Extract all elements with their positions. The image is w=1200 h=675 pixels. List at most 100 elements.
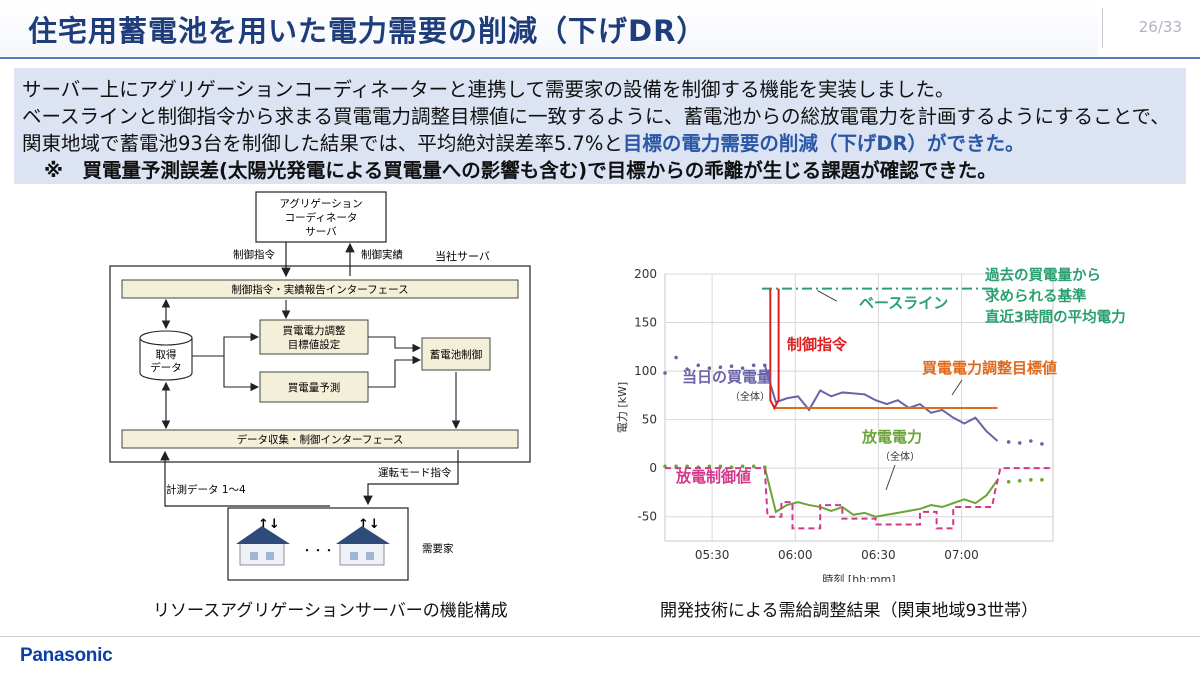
data-point: [1017, 441, 1022, 445]
acquired-data-line-1: 取得: [156, 349, 177, 361]
data-point: [740, 464, 745, 469]
measure-data-label: 計測データ 1～4: [166, 483, 246, 496]
data-point: [751, 464, 756, 469]
data-point: [1040, 478, 1044, 482]
ac-server-box: [255, 191, 387, 243]
y-tick-label: -50: [637, 510, 657, 524]
house-icon-2: ↑↓: [336, 517, 390, 566]
db-to-target-arrow: [192, 332, 260, 357]
data-point: [718, 365, 723, 370]
data-point: [674, 355, 678, 360]
ellipsis: ・・・: [302, 544, 335, 557]
x-tick-label: 07:00: [944, 548, 979, 562]
command-interface-label: 制御指令・実績報告インターフェース: [231, 283, 408, 296]
discharge-leader: [885, 464, 896, 491]
company-server-label: 当社サーバ: [435, 249, 490, 263]
data-point: [1006, 479, 1011, 484]
data-point: [663, 371, 667, 375]
consumer-label: 需要家: [422, 542, 454, 555]
x-tick-label: 06:30: [861, 548, 896, 562]
acquired-data-line-2: データ: [150, 361, 182, 374]
header: 住宅用蓄電池を用いた電力需要の削減（下げDR） 26/33: [0, 0, 1200, 58]
x-tick-label: 06:00: [778, 548, 813, 562]
ac-server-line-3: サーバ: [305, 226, 337, 238]
series-line: [763, 364, 999, 442]
summary-line-3-prefix: 関東地域で蓄電池93台を制御した結果では、平均絶対誤差率5.7%と: [22, 132, 623, 155]
discharge-label: 放電電力: [861, 428, 922, 446]
ac-server-line-2: コーディネータ: [285, 211, 358, 224]
forecast-label: 買電量予測: [288, 381, 341, 394]
today-label: 当日の買電量: [682, 368, 772, 386]
today-sub-label: （全体）: [730, 390, 770, 403]
target-setting-line-2: 目標値設定: [288, 338, 341, 351]
data-point: [663, 464, 667, 469]
baseline-note-3: 直近3時間の平均電力: [985, 308, 1126, 326]
forecast-to-battery-arrow: [368, 355, 422, 388]
discharge-ctrl-label: 放電制御値: [675, 468, 751, 486]
summary-line-3: 関東地域で蓄電池93台を制御した結果では、平均絶対誤差率5.7%と目標の電力需要…: [22, 127, 1025, 156]
data-point: [729, 364, 734, 369]
y-axis-label: 電力 [kW]: [616, 382, 629, 433]
data-point: [685, 464, 689, 469]
battery-control-label: 蓄電池制御: [430, 348, 483, 361]
data-point: [707, 464, 712, 469]
acquired-data-db: 取得 データ: [139, 330, 193, 381]
data-point: [696, 363, 701, 368]
house-icon-1: ↑↓: [236, 517, 290, 566]
header-rule: [0, 57, 1200, 59]
target-setting-line-1: 買電電力調整: [283, 324, 346, 337]
y-tick-label: 100: [634, 364, 657, 378]
data-point: [1040, 442, 1044, 446]
forecast-box: [259, 371, 369, 403]
summary-highlight: 目標の電力需要の削減（下げDR）ができた。: [622, 132, 1025, 155]
collect-interface-label: データ収集・制御インターフェース: [237, 433, 404, 446]
page-title: 住宅用蓄電池を用いた電力需要の削減（下げDR）: [28, 14, 707, 48]
diagram-caption: リソースアグリゲーションサーバーの機能構成: [153, 601, 508, 621]
baseline-leader: [817, 290, 838, 302]
data-point: [1017, 479, 1022, 483]
data-point: [740, 366, 745, 370]
page-number: 26/33: [1138, 18, 1182, 36]
chart-annotations: 制御指令ベースライン過去の買電量から求められる基準直近3時間の平均電力買電電力調…: [675, 266, 1126, 491]
baseline-label: ベースライン: [859, 294, 948, 312]
company-server-frame: [109, 265, 531, 463]
panasonic-logo: Panasonic: [20, 645, 113, 666]
target-setting-box: [259, 319, 369, 355]
control-result-label: 制御実績: [361, 248, 403, 261]
y-tick-label: 200: [634, 267, 657, 281]
summary-line-2: ベースラインと制御指令から求まる買電電力調整目標値に一致するように、蓄電池からの…: [22, 105, 1170, 128]
data-point: [751, 363, 756, 368]
db-to-forecast-arrow: [223, 356, 260, 392]
summary-box: サーバー上にアグリゲーションコーディネーターと連携して需要家の設備を制御する機能…: [14, 68, 1186, 184]
baseline-note-1: 過去の買電量から: [984, 266, 1101, 284]
data-point: [1029, 439, 1033, 443]
data-point: [707, 366, 712, 370]
chart-series: [663, 287, 1053, 530]
x-tick-label: 05:30: [695, 548, 730, 562]
mode-cmd-arrow: [363, 450, 459, 506]
target-to-battery-arrow: [368, 336, 422, 353]
command-interface-box: [121, 279, 519, 299]
chart-grid: [664, 273, 1054, 542]
y-tick-label: 150: [634, 316, 657, 330]
y-tick-label: 0: [649, 461, 657, 475]
collect-interface-box: [121, 429, 519, 449]
data-point: [1029, 478, 1033, 482]
y-tick-label: 50: [642, 413, 657, 427]
ac-server-line-1: アグリゲーション: [279, 197, 362, 210]
series-line: [763, 466, 999, 518]
summary-line-1: サーバー上にアグリゲーションコーディネーターと連携して需要家の設備を制御する機能…: [22, 78, 955, 101]
header-band: [0, 0, 1098, 56]
architecture-diagram: アグリゲーション コーディネータ サーバ 制御指令 制御実績 当社サーバ 制御指…: [109, 191, 531, 581]
series-line: [665, 467, 1053, 530]
battery-control-box: [421, 337, 491, 371]
target-label: 買電電力調整目標値: [922, 359, 1057, 377]
control-cmd-label: 制御指令: [233, 248, 275, 261]
footer-rule: [0, 636, 1200, 637]
chart-caption: 開発技術による需給調整結果（関東地域93世帯）: [660, 601, 1039, 621]
control-cmd-arrow: [769, 288, 780, 411]
baseline-note-2: 求められる基準: [985, 287, 1087, 305]
summary-note: ※ 買電量予測誤差(太陽光発電による買電量への影響も含む)で目標からの乖離が生じ…: [44, 159, 997, 182]
